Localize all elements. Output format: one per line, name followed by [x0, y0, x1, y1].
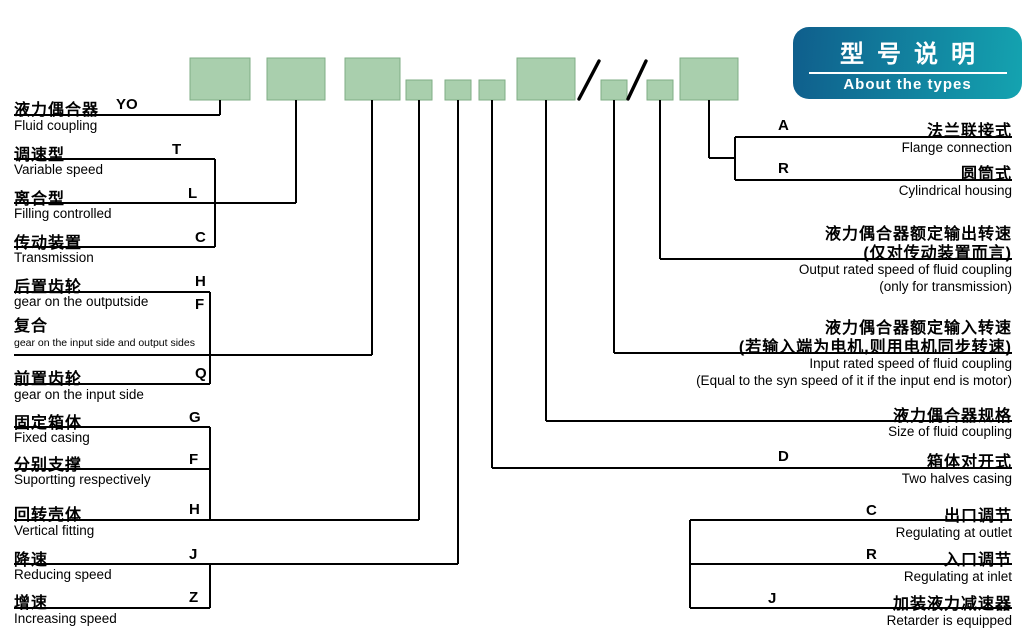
right-code-r-cylindrical: R: [778, 160, 789, 177]
left-label-en-reducing-speed: Reducing speed: [14, 567, 112, 582]
left-label-cn-fixed-casing: 固定箱体: [14, 415, 83, 432]
badge-title-cn: 型号说明: [840, 41, 988, 68]
left-label-en-rotating-housing: Vertical fitting: [14, 523, 95, 538]
left-code-yo: YO: [116, 96, 138, 113]
left-label-cn-reducing-speed: 降速: [14, 552, 49, 569]
badge-subtitle-en: About the types: [843, 76, 972, 93]
left-label-cn-rotating-housing: 回转壳体: [14, 507, 83, 524]
right-code-r-inlet: R: [866, 546, 877, 563]
right-label-cn-retarder: 加装液力减速器: [892, 596, 1012, 613]
right-label-en-input-speed: Input rated speed of fluid coupling: [809, 356, 1012, 371]
left-label-en-fixed-casing: Fixed casing: [14, 430, 90, 445]
right-label-cn-inlet: 入口调节: [943, 552, 1012, 569]
left-label-cn-fluid-coupling: 液力偶合器: [14, 102, 100, 119]
code-box-5: [444, 79, 472, 101]
left-label-en-gear-input: gear on the input side: [14, 387, 144, 402]
right-label-cn-outlet: 出口调节: [943, 508, 1012, 525]
left-label-rules: [14, 114, 458, 609]
right-label-en-retarder: Retarder is equipped: [886, 613, 1012, 628]
right-label-cn-flange: 法兰联接式: [926, 123, 1012, 140]
right-label-en-output-speed-note: (only for transmission): [879, 279, 1012, 294]
left-label-cn-filling-controlled: 离合型: [14, 191, 66, 208]
separator-slash-1: [577, 59, 601, 101]
right-label-en-cylindrical: Cylindrical housing: [898, 183, 1012, 198]
left-code-f-compound: F: [195, 296, 205, 313]
left-label-en-transmission: Transmission: [14, 250, 94, 265]
left-code-f-support: F: [189, 451, 199, 468]
right-label-cn-cylindrical: 圆筒式: [960, 166, 1012, 183]
left-label-en-compound: gear on the input side and output sides: [14, 337, 195, 349]
right-label-cn-output-speed: 液力偶合器额定输出转速: [824, 226, 1012, 243]
left-label-cn-gear-output: 后置齿轮: [14, 279, 83, 296]
right-label-en-flange: Flange connection: [901, 140, 1012, 155]
right-label-rules: [492, 136, 1012, 609]
code-box-7: [516, 57, 576, 101]
left-code-q: Q: [195, 365, 207, 382]
right-label-en-input-speed-note: (Equal to the syn speed of it if the inp…: [696, 373, 1012, 388]
code-boxes: [189, 57, 739, 101]
right-label-en-inlet: Regulating at inlet: [903, 569, 1012, 584]
left-label-cn-increasing-speed: 增速: [14, 595, 49, 612]
left-label-cn-gear-input: 前置齿轮: [14, 371, 83, 388]
right-code-d: D: [778, 448, 789, 465]
right-label-cn-two-halves: 箱体对开式: [926, 454, 1012, 471]
left-label-en-fluid-coupling: Fluid coupling: [14, 118, 98, 133]
left-label-en-filling-controlled: Filling controlled: [14, 206, 112, 221]
right-code-a: A: [778, 117, 789, 134]
right-label-cn-output-speed-note: (仅对传动装置而言): [863, 245, 1012, 262]
badge-divider: [808, 72, 1007, 74]
separator-slashes: [577, 59, 648, 101]
left-label-cn-compound: 复合: [14, 318, 49, 335]
left-code-g: G: [189, 409, 201, 426]
left-code-c: C: [195, 229, 206, 246]
code-box-8: [600, 79, 628, 101]
left-label-cn-support: 分别支撑: [14, 457, 83, 474]
code-box-2: [266, 57, 326, 101]
right-label-cn-input-speed-note: (若输入端为电机,则用电机同步转速): [738, 339, 1012, 356]
left-label-cn-variable-speed: 调速型: [14, 147, 66, 164]
right-label-en-two-halves: Two halves casing: [901, 471, 1012, 486]
left-code-h-gear: H: [195, 273, 206, 290]
code-box-9: [646, 79, 674, 101]
right-label-en-output-speed: Output rated speed of fluid coupling: [798, 262, 1012, 277]
right-label-en-outlet: Regulating at outlet: [895, 525, 1012, 540]
left-label-cn-transmission: 传动装置: [14, 235, 83, 252]
title-badge: 型号说明 About the types: [793, 27, 1022, 99]
left-label-en-support: Suportting respectively: [14, 472, 151, 487]
left-code-h-housing: H: [189, 501, 200, 518]
left-code-z: Z: [189, 589, 199, 606]
code-box-1: [189, 57, 251, 101]
separator-slash-2: [626, 59, 648, 101]
left-code-j: J: [189, 546, 198, 563]
left-label-en-increasing-speed: Increasing speed: [14, 611, 117, 626]
code-box-3: [344, 57, 401, 101]
right-code-j-retarder: J: [768, 590, 777, 607]
right-label-en-size: Size of fluid coupling: [888, 424, 1012, 439]
code-box-4: [405, 79, 433, 101]
left-label-en-gear-output: gear on the outputside: [14, 294, 149, 309]
left-code-t: T: [172, 141, 182, 158]
right-label-cn-size: 液力偶合器规格: [892, 408, 1012, 425]
left-code-l: L: [188, 185, 198, 202]
box-descender-lines: [219, 100, 735, 564]
code-box-10: [679, 57, 739, 101]
right-label-cn-input-speed: 液力偶合器额定输入转速: [824, 320, 1012, 337]
right-code-c-outlet: C: [866, 502, 877, 519]
code-box-6: [478, 79, 506, 101]
left-label-en-variable-speed: Variable speed: [14, 162, 104, 177]
